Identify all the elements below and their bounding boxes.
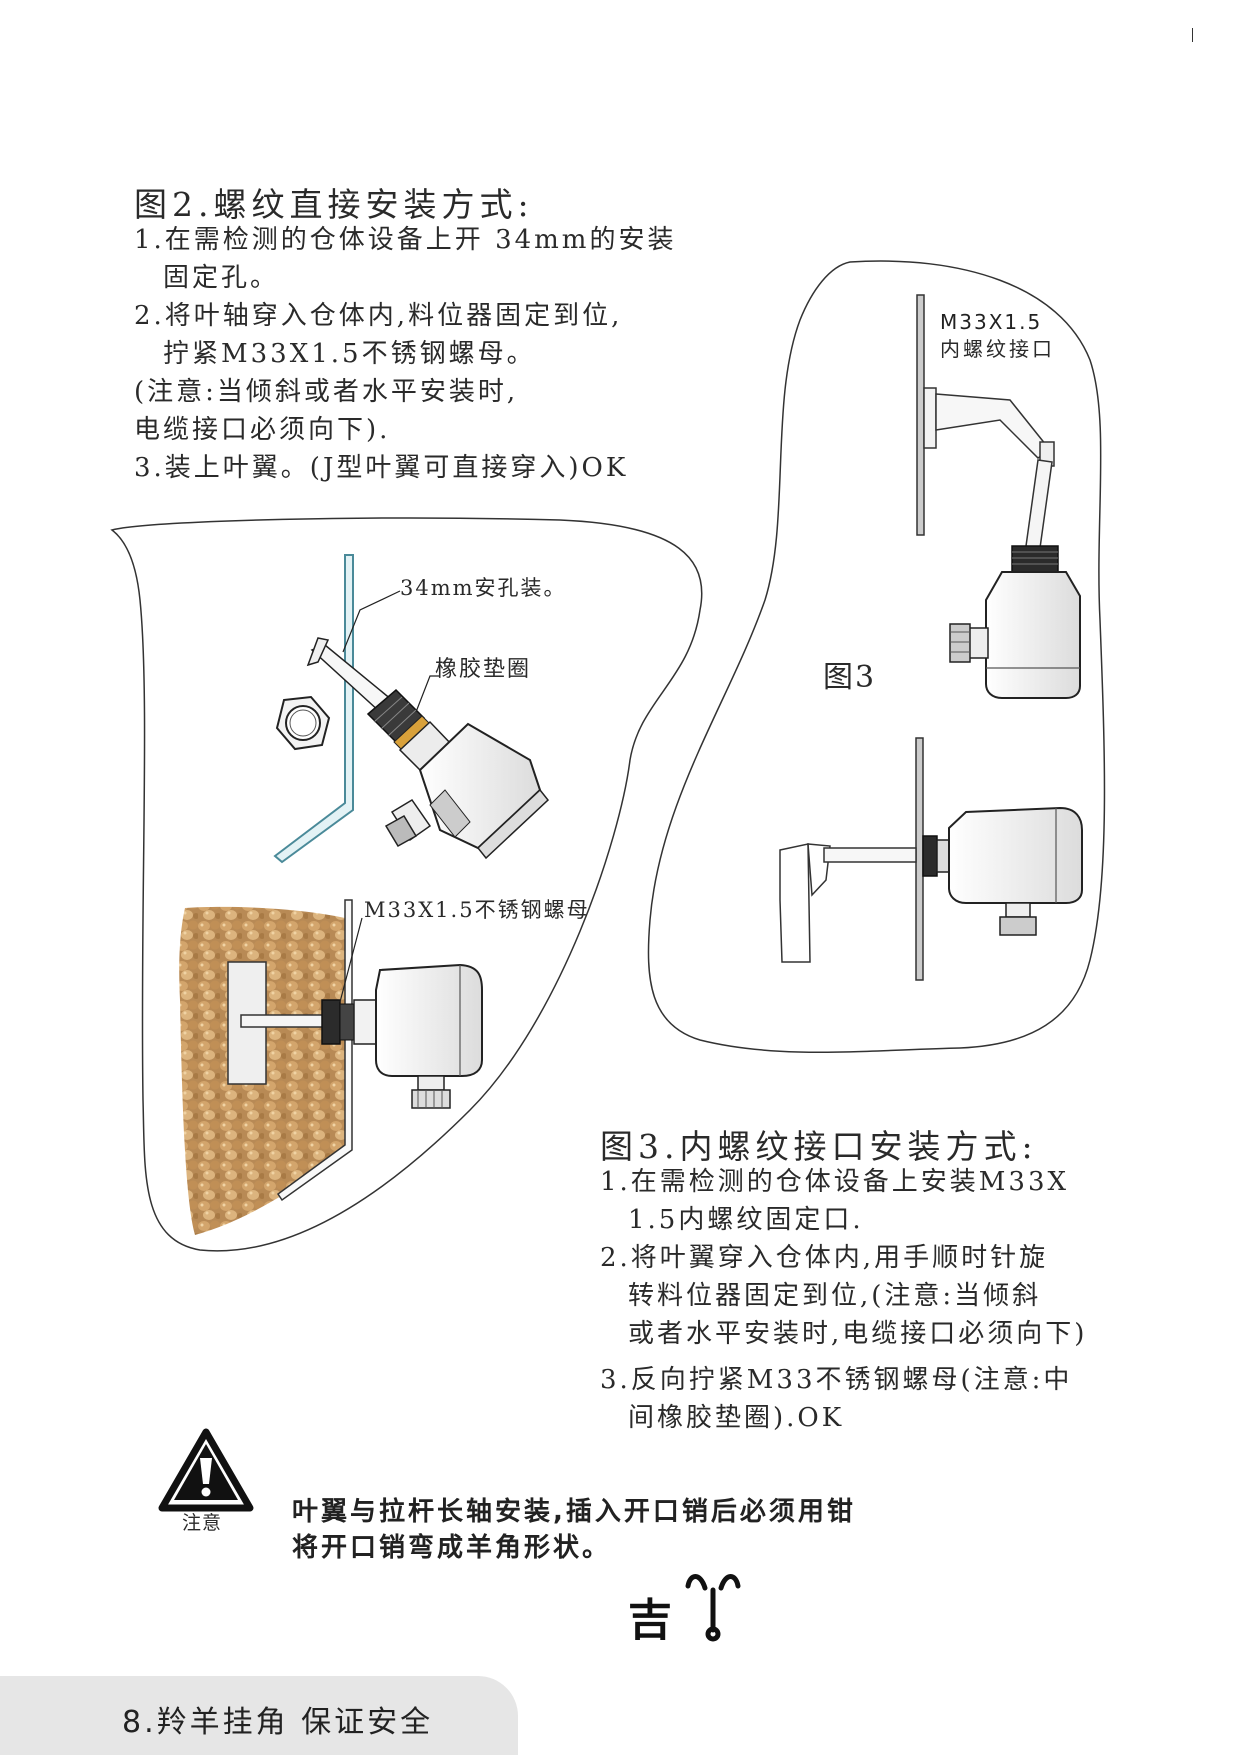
warning-icon-label: 注意 <box>182 1512 223 1534</box>
fig3-line-4: 转料位器固定到位,(注意:当倾斜 <box>628 1281 1042 1311</box>
fig3-outline <box>647 260 1106 1054</box>
fig2-lower-diagram <box>179 899 483 1235</box>
fig3-line-2: 1.5内螺纹固定口. <box>628 1205 864 1235</box>
callout-thread-label: M33X1.5 <box>940 310 1043 334</box>
fig2-line-2: 固定孔。 <box>163 263 280 293</box>
fig2-line-4: 拧紧M33X1.5不锈钢螺母。 <box>163 339 536 369</box>
fig3-line-6: 3.反向拧紧M33不锈钢螺母(注意:中 <box>600 1365 1073 1395</box>
fig3-lower-diagram <box>779 737 1083 981</box>
fig2-line-5: (注意:当倾斜或者水平安装时, <box>134 377 519 407</box>
callout-hole-label: 34mm安孔装。 <box>400 576 567 600</box>
logo-character: 吉 <box>628 1595 672 1646</box>
fig2-line-1: 1.在需检测的仓体设备上开 34mm的安装 <box>134 225 677 255</box>
fig3-line-7: 间橡胶垫圈).OK <box>628 1403 845 1433</box>
warning-line-2: 将开口销弯成羊角形状。 <box>292 1533 612 1563</box>
fig3-caption: 图3 <box>823 660 877 695</box>
fig2-upper-diagram <box>273 554 550 864</box>
callout-nut-label: M33X1.5不锈钢螺母 <box>364 898 590 922</box>
callout-thread-sublabel: 内螺纹接口 <box>940 337 1055 361</box>
fig3-upper-diagram <box>916 294 1081 699</box>
fig2-heading: 图2.螺纹直接安装方式: <box>134 185 534 224</box>
fig2-line-7: 3.装上叶翼。(J型叶翼可直接穿入)OK <box>134 453 629 483</box>
horn-logo-icon <box>685 1574 741 1642</box>
footer-band <box>0 1676 518 1755</box>
callout-gasket-label: 橡胶垫圈 <box>435 657 532 682</box>
hex-nut <box>275 695 331 751</box>
fig3-heading: 图3.内螺纹接口安装方式: <box>600 1127 1038 1166</box>
fig2-line-3: 2.将叶轴穿入仓体内,料位器固定到位, <box>134 301 623 331</box>
fig3-line-1: 1.在需检测的仓体设备上安装M33X <box>600 1167 1070 1197</box>
page-edge-mark <box>1192 28 1193 42</box>
fig2-line-6: 电缆接口必须向下). <box>134 415 391 445</box>
footer-page-title: 8.羚羊挂角 保证安全 <box>122 1705 434 1740</box>
fig3-line-5: 或者水平安装时,电缆接口必须向下) <box>628 1319 1088 1349</box>
fig3-line-3: 2.将叶翼穿入仓体内,用手顺时针旋 <box>600 1243 1049 1273</box>
warning-line-1: 叶翼与拉杆长轴安装,插入开口销后必须用钳 <box>292 1497 856 1527</box>
warning-triangle-icon <box>158 1428 254 1512</box>
fig2-outline <box>110 517 703 1252</box>
